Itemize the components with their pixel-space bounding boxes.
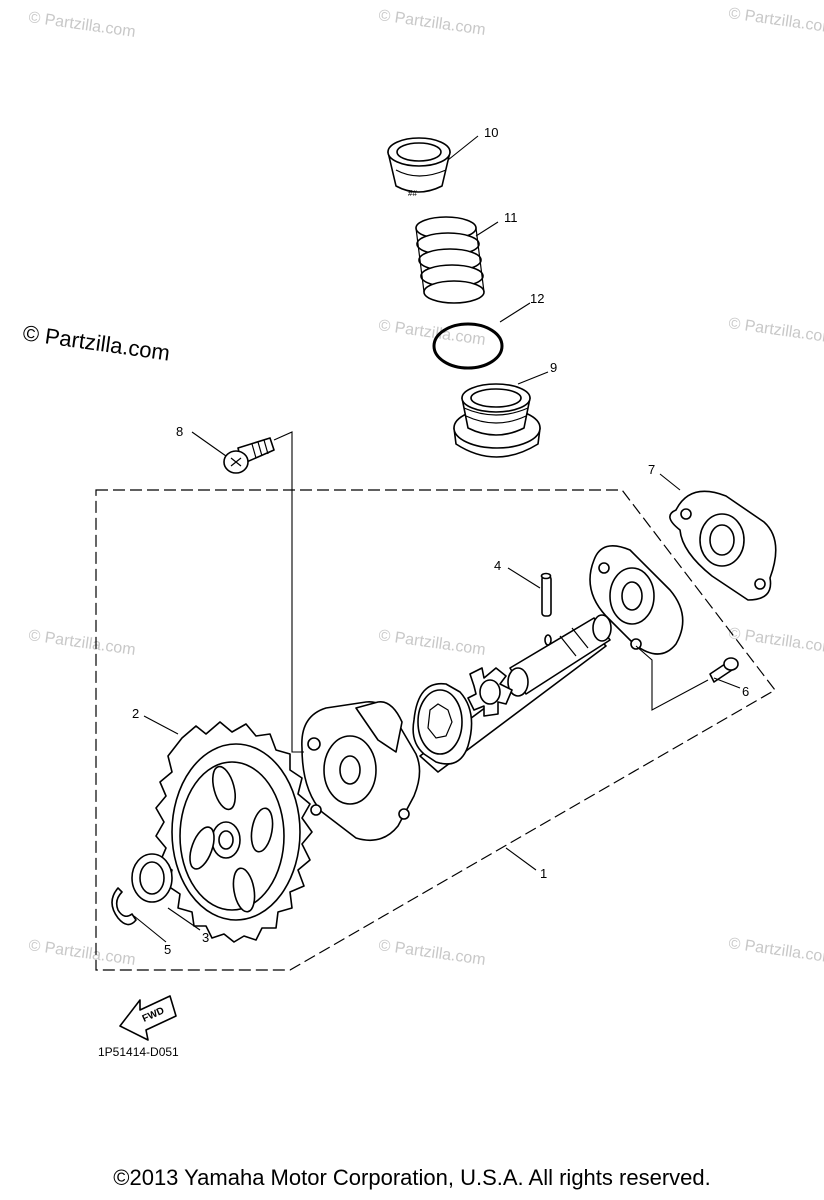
callout-2: 2 [132,706,139,721]
watermark: © Partzilla.com [377,317,486,349]
fwd-arrow-icon: FWD [119,995,177,1041]
callout-8: 8 [176,424,183,439]
part-8-screw [223,437,275,474]
pump-body [301,701,421,842]
callout-9: 9 [550,360,557,375]
callouts: 10 11 12 9 8 7 4 6 2 1 3 5 [132,125,749,957]
svg-text:##: ## [408,189,417,198]
part-2-gear [155,721,313,943]
part-12-o-ring [432,322,504,370]
watermark: © Partzilla.com [377,627,486,659]
callout-11: 11 [504,210,518,225]
alignment-line-6 [635,645,709,711]
copyright-notice: ©2013 Yamaha Motor Corporation, U.S.A. A… [113,1165,711,1190]
watermark: © Partzilla.com [727,625,824,657]
inner-rotor [467,667,513,717]
assembly-boundary [95,489,776,971]
callout-7: 7 [648,462,655,477]
leader-lines [133,135,741,943]
watermark: © Partzilla.com [377,937,486,969]
part-6-screw [709,657,739,683]
watermark: © Partzilla.com [27,937,136,969]
part-11-spring [415,216,485,304]
diagram-code: 1P51414-D051 [98,1045,179,1059]
outer-rotor [412,682,473,765]
part-10-cap: ## [387,137,451,198]
watermark: © Partzilla.com [727,935,824,967]
watermark: © Partzilla.com [727,5,824,37]
callout-10: 10 [484,125,498,140]
callout-5: 5 [164,942,171,957]
part-4-pin [540,572,552,617]
watermark: © Partzilla.com [377,7,486,39]
callout-3: 3 [202,930,209,945]
pump-cover [589,544,684,655]
callout-6: 6 [742,684,749,699]
watermark: © Partzilla.com [27,627,136,659]
callout-12: 12 [530,291,544,306]
callout-4: 4 [494,558,501,573]
callout-1: 1 [540,866,547,881]
part-7-gasket [669,490,777,601]
part-5-circlip [111,887,137,926]
watermark-large: © Partzilla.com [21,320,171,365]
part-3-washer [131,853,173,903]
part-9-plug [453,383,541,458]
alignment-line-8 [273,431,304,753]
watermark: © Partzilla.com [27,9,136,41]
watermark: © Partzilla.com [727,315,824,347]
